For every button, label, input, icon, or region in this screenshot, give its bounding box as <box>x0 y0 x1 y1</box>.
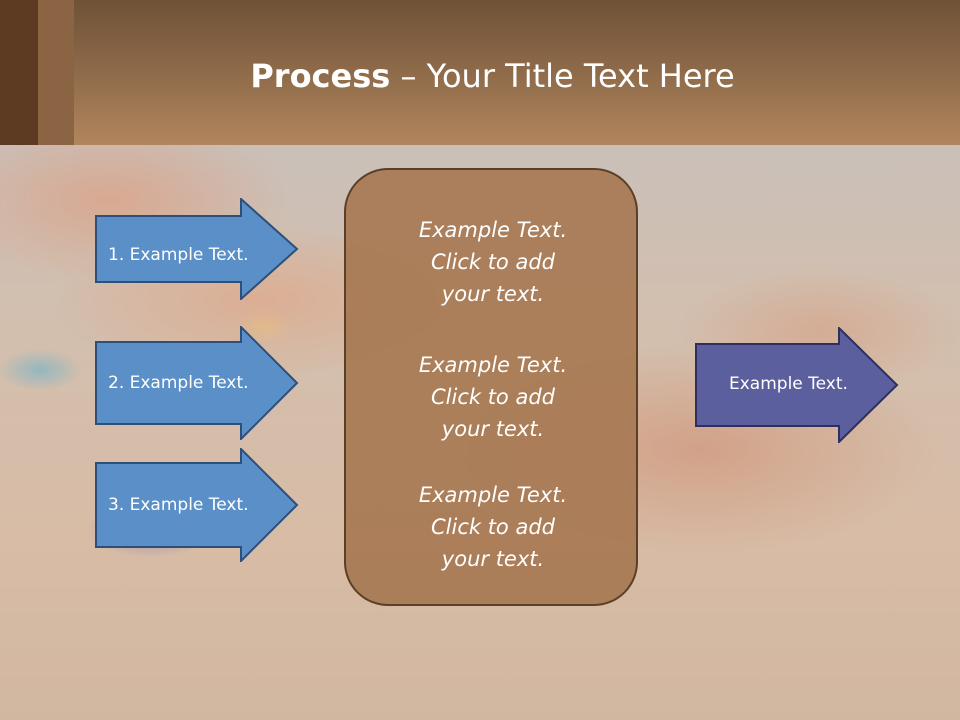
center-text-line: Click to add <box>430 250 555 274</box>
title-bar: Process – Your Title Text Here <box>0 0 960 145</box>
left-arrow-label: 1. Example Text. <box>108 245 249 265</box>
slide-title-bold: Process <box>250 57 391 95</box>
slide-title[interactable]: Process – Your Title Text Here <box>0 56 960 96</box>
left-arrow-label: 2. Example Text. <box>108 373 249 393</box>
center-text-line: Example Text. <box>418 353 568 377</box>
center-text-line: Example Text. <box>418 218 568 242</box>
center-text-line: Click to add <box>430 515 555 539</box>
slide-title-rest: – Your Title Text Here <box>390 57 735 95</box>
center-text-line: your text. <box>441 547 545 571</box>
arrow-shape-icon <box>95 448 299 562</box>
left-arrow-3[interactable]: 3. Example Text. <box>95 448 299 562</box>
header-stripe-light <box>38 0 74 145</box>
right-arrow[interactable]: Example Text. <box>695 327 899 443</box>
center-text-line: Click to add <box>430 385 555 409</box>
arrow-shape-icon <box>95 326 299 440</box>
center-text-box[interactable]: Example Text. Click to add your text. Ex… <box>344 168 638 606</box>
center-text-line: Example Text. <box>418 483 568 507</box>
header-stripe-dark <box>0 0 38 145</box>
center-text-block-3: Example Text. Click to add your text. <box>346 479 640 575</box>
left-arrow-2[interactable]: 2. Example Text. <box>95 326 299 440</box>
center-text-line: your text. <box>441 417 545 441</box>
left-arrow-label: 3. Example Text. <box>108 495 249 515</box>
center-text-block-1: Example Text. Click to add your text. <box>346 214 640 310</box>
right-arrow-label: Example Text. <box>729 374 848 394</box>
center-text-block-2: Example Text. Click to add your text. <box>346 349 640 445</box>
left-arrow-1[interactable]: 1. Example Text. <box>95 198 299 300</box>
arrow-shape-icon <box>695 327 899 443</box>
arrow-shape-icon <box>95 198 299 300</box>
center-text-line: your text. <box>441 282 545 306</box>
